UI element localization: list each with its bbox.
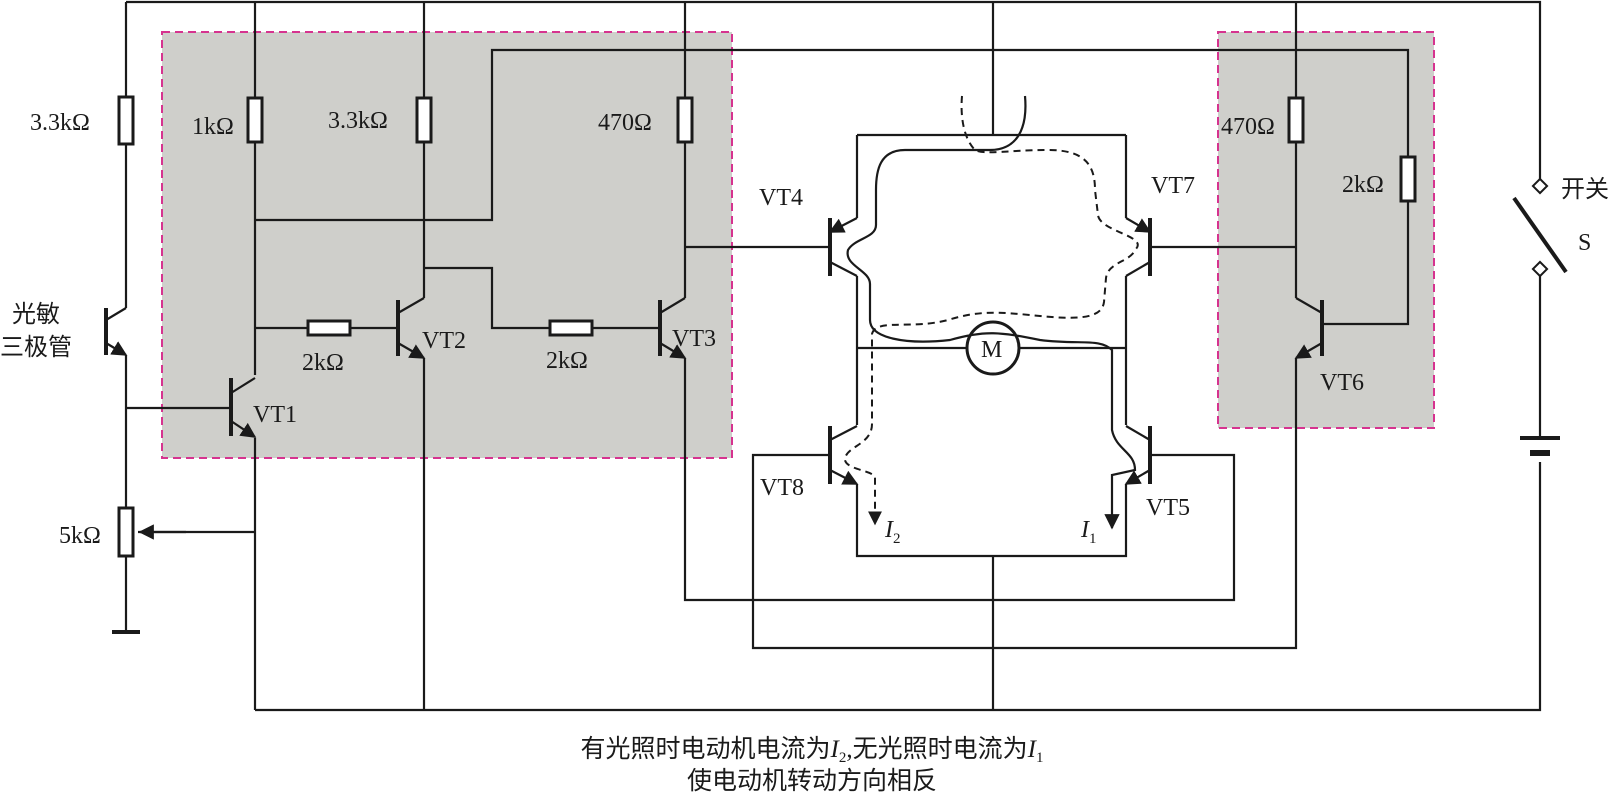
wires bbox=[124, 0, 1568, 712]
transistor-vt4 bbox=[828, 217, 858, 277]
transistor-vt5 bbox=[1124, 425, 1152, 485]
transistor-vt8 bbox=[828, 425, 859, 485]
battery-symbol bbox=[1520, 436, 1560, 456]
transistor-vt1 bbox=[229, 377, 257, 438]
label-r-vt3: 470Ω bbox=[598, 110, 652, 136]
label-i2: I2 bbox=[884, 517, 901, 547]
label-vt5: VT5 bbox=[1146, 495, 1190, 521]
label-r-vt6: 470Ω bbox=[1221, 114, 1275, 140]
caption-line2: 使电动机转动方向相反 bbox=[687, 767, 937, 795]
label-r-vt1: 1kΩ bbox=[192, 114, 234, 140]
label-sensor-line1: 光敏 bbox=[12, 301, 60, 328]
current-path-i2 bbox=[844, 95, 1139, 526]
phototransistor bbox=[104, 307, 128, 356]
label-r-vt2: 3.3kΩ bbox=[328, 108, 388, 134]
caption: 有光照时电动机电流为I2,无光照时电流为I1 使电动机转动方向相反 bbox=[581, 735, 1044, 795]
resistors bbox=[117, 95, 1417, 558]
label-vt6: VT6 bbox=[1320, 370, 1364, 396]
control-module-right bbox=[1217, 31, 1435, 429]
label-vt3: VT3 bbox=[672, 326, 716, 352]
switch-contact-bottom bbox=[1531, 260, 1549, 278]
resistor-sensor-3k3 bbox=[117, 95, 135, 146]
transistor-vt3 bbox=[658, 297, 687, 359]
resistor-vt6-base-2k bbox=[1399, 155, 1417, 203]
label-vt4: VT4 bbox=[759, 185, 803, 211]
resistor-vt3-470 bbox=[676, 96, 694, 144]
resistor-vt6-470 bbox=[1287, 96, 1305, 144]
labels: 3.3kΩ 1kΩ 3.3kΩ 470Ω 470Ω 2kΩ 2kΩ 2kΩ 5k… bbox=[0, 108, 1609, 549]
resistor-vt2-vt3-2k bbox=[548, 319, 594, 337]
transistor-vt7 bbox=[1125, 217, 1152, 277]
label-r-sensor: 3.3kΩ bbox=[30, 110, 90, 136]
label-sensor-line2: 三极管 bbox=[0, 334, 72, 361]
label-i1: I1 bbox=[1080, 517, 1097, 547]
switch-contact-top bbox=[1531, 177, 1549, 195]
label-r-pot: 5kΩ bbox=[59, 523, 101, 549]
caption-line1: 有光照时电动机电流为I2,无光照时电流为I1 bbox=[581, 735, 1044, 766]
label-vt2: VT2 bbox=[422, 328, 466, 354]
transistors bbox=[104, 217, 1324, 485]
label-vt8: VT8 bbox=[760, 475, 804, 501]
resistor-vt2-3k3 bbox=[415, 96, 433, 144]
label-r-vt6-base: 2kΩ bbox=[1342, 172, 1384, 198]
resistor-vt1-vt2-2k bbox=[306, 319, 352, 337]
label-motor: M bbox=[981, 337, 1002, 363]
control-module-left bbox=[161, 31, 733, 459]
label-vt7: VT7 bbox=[1151, 173, 1195, 199]
transistor-vt2 bbox=[396, 297, 426, 359]
label-r-vt2-vt3: 2kΩ bbox=[546, 348, 588, 374]
label-r-vt1-vt2: 2kΩ bbox=[302, 350, 344, 376]
resistor-vt1-1k bbox=[246, 96, 264, 144]
current-path-i1 bbox=[846, 95, 1137, 530]
transistor-vt6 bbox=[1294, 297, 1324, 359]
potentiometer-5k bbox=[117, 506, 135, 558]
label-switch-name: 开关 bbox=[1561, 176, 1609, 203]
label-vt1: VT1 bbox=[253, 402, 297, 428]
label-switch-symbol: S bbox=[1578, 230, 1591, 256]
